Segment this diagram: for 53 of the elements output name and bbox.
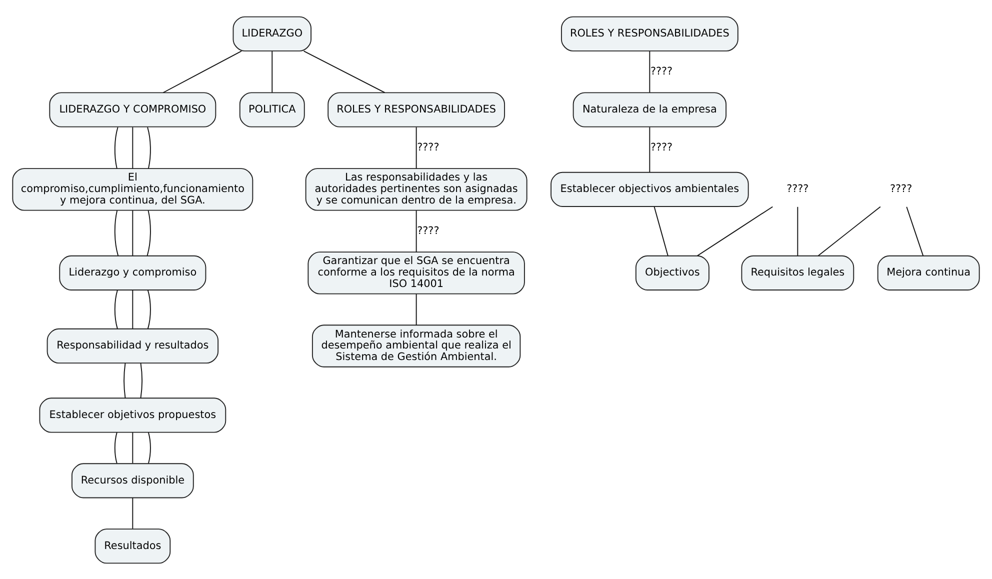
- connector: [114, 289, 118, 329]
- connector: [114, 210, 119, 256]
- connector: [303, 50, 386, 93]
- connector: [146, 210, 151, 256]
- node-box: Naturaleza de la empresa: [572, 92, 727, 127]
- connector: [696, 206, 774, 256]
- connector: [132, 497, 134, 529]
- node-text: ????: [786, 182, 809, 195]
- node-box: POLITICA: [239, 92, 305, 127]
- node-box: Resultados: [94, 528, 171, 564]
- connector: [114, 126, 118, 168]
- connector: [654, 206, 668, 256]
- edge-label: ????: [650, 64, 673, 77]
- connector: [114, 432, 118, 464]
- node-box: Responsabilidad y resultados: [46, 328, 219, 364]
- connector: [649, 126, 650, 172]
- connector: [124, 362, 126, 398]
- connector: [148, 432, 151, 464]
- connector: [649, 50, 650, 92]
- node-box: Establecer objetivos propuestos: [39, 397, 226, 432]
- node-box: Mantenerse informada sobre el desempeño ambiental que realiza el Sistema de Gestión Ambiental.: [312, 324, 521, 367]
- connector: [132, 210, 134, 256]
- connector: [140, 362, 142, 398]
- node-box: Recursos disponible: [71, 462, 194, 498]
- node-box: Las responsabilidades y las autoridades pertinentes son asignadas y se comunican dentro de la empresa.: [305, 168, 528, 210]
- node-box: LIDERAZGO Y COMPROMISO: [49, 92, 216, 127]
- node-box: ROLES Y RESPONSABILIDADES: [560, 16, 738, 51]
- node-box: Liderazgo y compromiso: [59, 254, 206, 290]
- edge-label: ????: [650, 140, 673, 153]
- node-box: Garantizar que el SGA se encuentra conforme a los requisitos de la norma ISO 14001: [308, 251, 525, 294]
- connector: [132, 289, 134, 329]
- connector: [797, 206, 798, 256]
- connector: [416, 126, 417, 168]
- edge-label: ????: [417, 224, 440, 236]
- node-text: ????: [890, 182, 912, 195]
- node-box: El compromiso,cumplimiento,funcionamiento y mejora continua, del SGA.: [12, 168, 254, 210]
- connector: [272, 50, 273, 92]
- node-box: Objectivos: [635, 254, 710, 290]
- edge-label: ????: [417, 140, 440, 153]
- connector: [818, 206, 881, 256]
- node-box: Requisitos legales: [741, 254, 854, 290]
- connector: [416, 293, 417, 325]
- connector: [147, 289, 151, 329]
- node-box: Establecer objectivos ambientales: [550, 171, 749, 206]
- connector: [132, 126, 134, 168]
- node-box: ROLES Y RESPONSABILIDADES: [328, 92, 506, 127]
- connector: [906, 206, 924, 256]
- connector: [132, 432, 134, 464]
- node-box: Mejora continua: [877, 254, 980, 290]
- connector: [416, 210, 417, 252]
- node-box: LIDERAZGO: [232, 16, 312, 51]
- connector: [147, 126, 151, 168]
- connector: [162, 50, 242, 93]
